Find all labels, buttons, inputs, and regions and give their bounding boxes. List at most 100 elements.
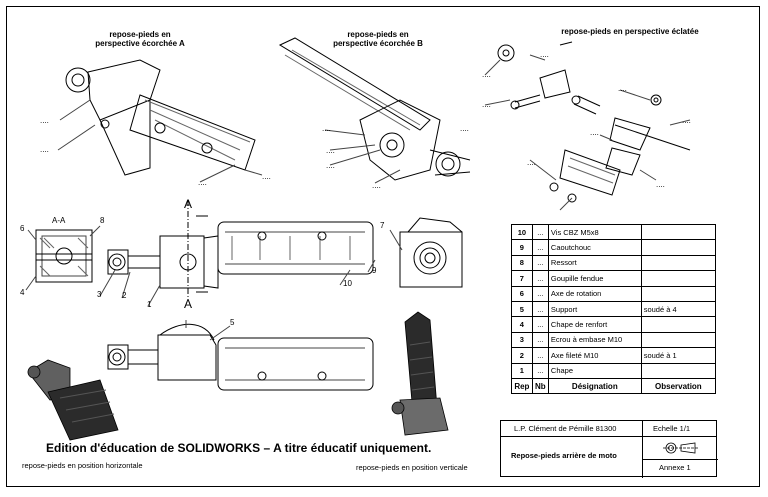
bom-observation (640, 270, 717, 287)
title-ecorchee-b: repose-pieds en perspective écorchée B (333, 30, 423, 48)
bom-nb: ... (531, 300, 549, 318)
bom-header-nb: Nb (531, 377, 549, 395)
bom-rep: 1 (511, 362, 533, 379)
bom-observation (640, 362, 717, 379)
bom-nb: ... (531, 285, 549, 302)
balloon-1: 1 (147, 300, 152, 309)
bom-observation (640, 239, 717, 256)
balloon-6: 6 (20, 224, 25, 233)
education-banner: Edition d'éducation de SOLIDWORKS – A ti… (46, 441, 432, 455)
bom-observation (640, 316, 717, 333)
caption-horizontal: repose-pieds en position horizontale (22, 461, 143, 470)
bill-of-materials: 10...Vis CBZ M5x8 9...Caoutchouc 8...Res… (511, 223, 717, 395)
bom-nb: ... (531, 239, 549, 256)
leader-placeholder: .... (322, 124, 331, 133)
leader-placeholder: .... (198, 178, 207, 187)
bom-designation: Chape de renfort (547, 316, 642, 333)
bom-designation: Axe de rotation (547, 285, 642, 302)
leader-placeholder: .... (656, 180, 665, 189)
title-eclatee: repose-pieds en perspective éclatée (561, 27, 699, 36)
cut-mark-bottom: A (184, 297, 193, 311)
balloon-8: 8 (100, 216, 105, 225)
table-row: 4...Chape de renfort (511, 316, 717, 333)
table-row: 9...Caoutchouc (511, 239, 717, 256)
cut-mark-top: A (184, 197, 193, 211)
title-block-divider (642, 421, 643, 478)
leader-placeholder: .... (326, 146, 335, 155)
bom-nb: ... (531, 316, 549, 333)
perspective-a-drawing (57, 59, 263, 183)
bom-nb: ... (531, 223, 549, 241)
leader-placeholder: .... (262, 172, 271, 181)
bom-designation: Vis CBZ M5x8 (547, 223, 642, 241)
table-row: 6...Axe de rotation (511, 285, 717, 302)
bom-observation: soudé à 4 (640, 300, 717, 318)
leader-placeholder: .... (326, 161, 335, 170)
drawing-title: Repose-pieds arrière de moto (511, 451, 617, 460)
title-block-top-row (501, 421, 716, 437)
render-vertical (391, 311, 449, 436)
bom-nb: ... (531, 362, 549, 379)
leader-placeholder: .... (618, 84, 627, 93)
leader-placeholder: .... (40, 145, 49, 154)
balloon-9: 9 (372, 266, 377, 275)
bom-observation: soudé à 1 (640, 347, 717, 364)
end-view (389, 217, 463, 288)
leader-placeholder: .... (40, 116, 49, 125)
section-view (25, 225, 101, 291)
balloon-4: 4 (20, 288, 25, 297)
bom-header-rep: Rep (511, 377, 533, 395)
bom-rep: 10 (511, 223, 533, 241)
projection-symbol-icon (663, 442, 699, 454)
bom-designation: Chape (547, 362, 642, 379)
bom-header-observation: Observation (640, 377, 717, 395)
bom-observation (640, 254, 717, 272)
leader-placeholder: .... (540, 50, 549, 59)
render-horizontal (27, 359, 119, 441)
drawing-sheet (6, 6, 760, 487)
bom-observation (640, 223, 717, 241)
school-name: L.P. Clément de Pémille 81300 (514, 424, 617, 433)
bom-header-designation: Désignation (547, 377, 642, 395)
bom-designation: Goupille fendue (547, 270, 642, 287)
title-block-divider (642, 459, 718, 460)
bom-rep: 3 (511, 331, 533, 349)
balloon-7: 7 (380, 221, 385, 230)
title-block: L.P. Clément de Pémille 81300 Echelle 1/… (500, 420, 718, 478)
sheet-label: Annexe 1 (659, 463, 691, 472)
bom-observation (640, 331, 717, 349)
balloon-5: 5 (230, 318, 235, 327)
bom-rep: 8 (511, 254, 533, 272)
bom-rep: 9 (511, 239, 533, 256)
bom-rep: 4 (511, 316, 533, 333)
leader-placeholder: .... (372, 181, 381, 190)
bom-nb: ... (531, 254, 549, 272)
leader-placeholder: .... (527, 158, 536, 167)
balloon-10: 10 (343, 279, 352, 288)
bom-rep: 7 (511, 270, 533, 287)
leader-placeholder: .... (590, 128, 599, 137)
bom-designation: Caoutchouc (547, 239, 642, 256)
section-label: A-A (52, 216, 66, 225)
bom-designation: Axe fileté M10 (547, 347, 642, 364)
balloon-2: 2 (122, 291, 127, 300)
title-ecorchee-a: repose-pieds en perspective écorchée A (95, 30, 185, 48)
bom-rep: 5 (511, 300, 533, 318)
perspective-b-drawing (278, 37, 471, 184)
bom-designation: Ecrou à embase M10 (547, 331, 642, 349)
leader-placeholder: .... (482, 70, 491, 79)
bom-nb: ... (531, 347, 549, 364)
bom-nb: ... (531, 331, 549, 349)
table-row: 10...Vis CBZ M5x8 (511, 223, 717, 241)
bom-nb: ... (531, 270, 549, 287)
balloon-3: 3 (97, 290, 102, 299)
table-row: 3...Ecrou à embase M10 (511, 331, 717, 349)
scale-label: Echelle 1/1 (653, 424, 691, 433)
bom-observation (640, 285, 717, 302)
leader-placeholder: .... (682, 116, 691, 125)
bom-rep: 6 (511, 285, 533, 302)
